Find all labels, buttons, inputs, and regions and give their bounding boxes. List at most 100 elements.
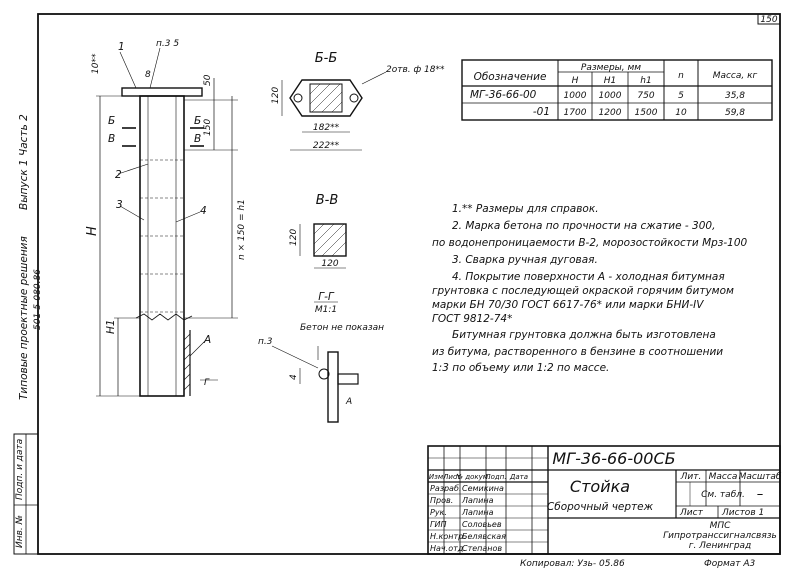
dim-H: H <box>85 226 100 236</box>
doc-code: МГ-36-66-00СБ <box>552 449 675 468</box>
page-number-box <box>757 13 781 25</box>
hdr-doc: № докум. <box>455 473 491 481</box>
section-gg: Г-Г М1:1 Бетон не показан <box>300 291 384 333</box>
title-block: МГ-36-66-00СБ Стойка Сборочный чертеж Ли… <box>427 445 782 555</box>
col-lit: Лит. <box>680 472 702 482</box>
main-column-view: 1 п.3 5 10** 8 50 150 2 3 4 H H1 n × 150… <box>85 39 247 397</box>
sheet-frame <box>37 13 781 555</box>
weld-circle <box>318 368 330 380</box>
detail-a-bar <box>337 373 359 385</box>
th-n: n <box>678 71 684 81</box>
point-A: А <box>203 334 211 346</box>
row1-h1: 750 <box>637 91 654 101</box>
section-vv-title: В-В <box>316 193 339 208</box>
row1-n: 5 <box>678 91 684 101</box>
role-name: Белявская <box>462 532 506 541</box>
th-H: H <box>572 76 579 86</box>
row2-designation: -01 <box>533 106 550 118</box>
note-line: 4. Покрытие поверхности А - холодная бит… <box>452 271 725 283</box>
detail-a: п.3 4 А <box>258 337 359 423</box>
org-3: г. Ленинград <box>689 541 752 551</box>
section-bb: Б-Б 2отв. ф 18** 120 182** 222** <box>271 51 445 151</box>
detail-a-label: п.3 <box>258 337 273 347</box>
detail-a-point: А <box>345 397 352 407</box>
hdr-izm: Изм <box>429 473 444 481</box>
note-line: 1:3 по объему или 1:2 по массе. <box>432 362 609 374</box>
role-name: Степанов <box>462 544 502 553</box>
row1-H: 1000 <box>564 91 587 101</box>
section-gg-scale: М1:1 <box>315 305 337 315</box>
sheets-label: Листов 1 <box>721 508 764 518</box>
dim-8: 8 <box>145 70 151 80</box>
note-line: 2. Марка бетона по прочности на сжатие -… <box>452 220 715 232</box>
dim-nx150: n × 150 = h1 <box>237 199 247 260</box>
dim-150: 150 <box>203 119 213 136</box>
bb-dim-222: 222** <box>313 141 340 151</box>
section-b-top: Б <box>108 115 115 127</box>
sheet-label: Лист <box>679 508 704 518</box>
row2-H1: 1200 <box>599 108 622 118</box>
col-mass: Масса <box>709 472 738 482</box>
row1-mass: 35,8 <box>725 91 745 101</box>
doc-type: Сборочный чертеж <box>547 501 654 513</box>
role: Рук. <box>430 508 447 517</box>
section-gg-note: Бетон не показан <box>300 323 384 333</box>
issue-label: Выпуск 1 Часть 2 <box>18 114 30 210</box>
scale-value: – <box>757 487 764 502</box>
note-line: грунтовка с последующей окраской горячим… <box>432 285 734 297</box>
role: Пров. <box>430 496 453 505</box>
copied-by: Копировал: Узь- 05.86 <box>520 559 625 569</box>
role-name: Лапина <box>461 496 494 505</box>
org-2: Гипротранссигналсвязь <box>663 531 777 541</box>
role: Н.контр. <box>430 532 466 541</box>
hole-right <box>349 93 359 103</box>
dim-H1: H1 <box>105 319 117 334</box>
bb-dim-120: 120 <box>271 87 281 104</box>
dim-50: 50 <box>203 74 213 86</box>
th-designation: Обозначение <box>474 71 547 83</box>
section-vv: В-В 120 120 <box>289 193 347 269</box>
column-body <box>139 95 185 397</box>
callout-2: 2 <box>115 169 122 181</box>
mass-value: См. табл. <box>701 490 745 500</box>
notes: 1.** Размеры для справок. 2. Марка бетон… <box>432 203 748 374</box>
holes-note: 2отв. ф 18** <box>386 65 445 75</box>
section-v-top-right: В <box>194 133 201 145</box>
hdr-date: Дата <box>509 473 528 481</box>
left-margin: Типовые проектные решения 501-5-080.86 В… <box>13 114 43 555</box>
col-scale: Масштаб <box>739 472 782 482</box>
section-gg-title: Г-Г <box>318 291 335 303</box>
note-line: из битума, растворенного в бензине в соо… <box>432 346 723 358</box>
role-name: Лапина <box>461 508 494 517</box>
note-line: ГОСТ 9812-74* <box>432 313 512 325</box>
note-line: марки БН 70/30 ГОСТ 6617-76* или марки Б… <box>432 299 704 311</box>
bb-inner <box>309 83 343 113</box>
row2-n: 10 <box>675 108 687 118</box>
row1-H1: 1000 <box>599 91 622 101</box>
vv-square <box>313 223 347 257</box>
callout-1: 1 <box>118 41 125 53</box>
th-h1: h1 <box>640 76 651 86</box>
format-label: Формат А3 <box>704 559 756 569</box>
vv-dim-120-h: 120 <box>321 259 338 269</box>
role: Нач.отд. <box>430 544 466 553</box>
section-g-mark: Г <box>204 378 210 388</box>
note-line: 1.** Размеры для справок. <box>452 203 599 215</box>
th-H1: H1 <box>604 76 617 86</box>
th-mass: Масса, кг <box>713 71 758 81</box>
row2-mass: 59,8 <box>725 108 745 118</box>
th-dims: Размеры, мм <box>581 63 641 73</box>
role: ГИП <box>430 520 446 529</box>
item-name: Стойка <box>570 477 630 496</box>
note-line: 3. Сварка ручная дуговая. <box>452 254 598 266</box>
plate-outline <box>289 79 363 117</box>
series-title: Типовые проектные решения <box>18 236 30 400</box>
section-v-top: В <box>108 133 115 145</box>
role-name: Семикина <box>462 484 504 493</box>
dim-10: 10** <box>91 53 101 74</box>
org-1: МПС <box>710 521 732 531</box>
note-line: Битумная грунтовка должна быть изготовле… <box>452 329 716 341</box>
hole-left <box>293 93 303 103</box>
top-plate <box>121 87 203 97</box>
